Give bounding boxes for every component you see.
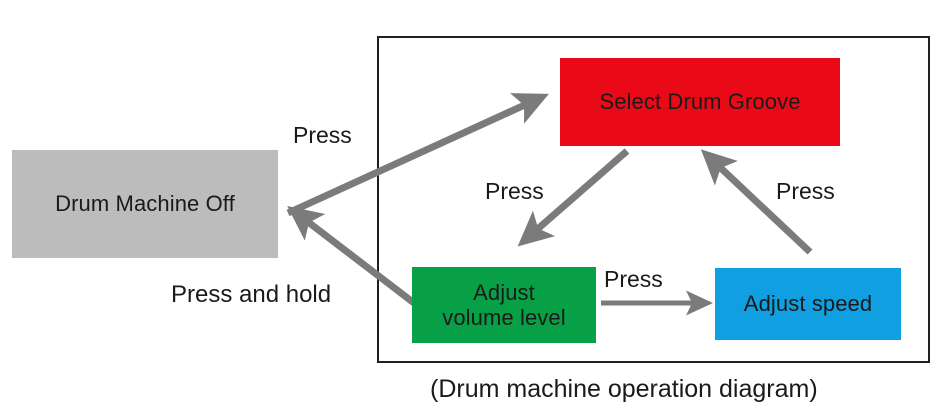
state-node-label: Adjust volume level [442,280,565,330]
diagram-frame-border [377,36,930,363]
state-node-label-line1: Adjust [473,279,535,305]
edge-label-groove-to-volume: Press [485,178,544,204]
state-node-drum-machine-off[interactable]: Drum Machine Off [12,150,278,258]
state-node-label: Select Drum Groove [599,89,801,115]
arrow-off-to-groove [286,93,549,217]
state-node-adjust-volume-level[interactable]: Adjust volume level [412,267,596,343]
state-node-select-drum-groove[interactable]: Select Drum Groove [560,58,840,146]
edge-label-speed-to-groove: Press [776,178,835,204]
edge-label-volume-to-off: Press and hold [171,281,332,308]
diagram-caption: (Drum machine operation diagram) [430,375,818,403]
state-node-label: Adjust speed [743,291,873,317]
arrow-speed-to-groove [700,149,813,255]
state-node-label: Drum Machine Off [55,191,235,217]
arrow-volume-to-off [287,206,417,306]
arrow-groove-to-volume [517,148,630,247]
state-node-label-line2: volume level [442,305,566,330]
edge-label-off-to-groove: Press [293,122,352,148]
state-node-adjust-speed[interactable]: Adjust speed [715,268,901,340]
edge-label-volume-to-speed: Press [604,266,663,292]
